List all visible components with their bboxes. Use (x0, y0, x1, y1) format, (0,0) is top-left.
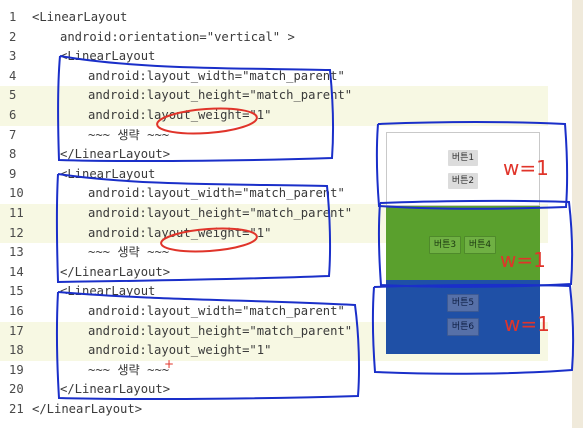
code-text: android:layout_weight="1" (88, 343, 272, 358)
preview-button-4[interactable]: 버튼4 (464, 236, 496, 254)
layout-preview: 버튼1 버튼2 버튼3 버튼4 버튼5 버튼6 (386, 132, 540, 354)
line-number: 3 (9, 49, 17, 64)
line-number: 2 (9, 29, 17, 44)
preview-button-6[interactable]: 버튼6 (447, 318, 479, 336)
code-text: android:layout_width="match_parent" (88, 304, 345, 318)
code-text: <LinearLayout (32, 10, 128, 24)
code-text: android:orientation="vertical" > (60, 29, 295, 44)
code-text: android:layout_weight="1" (88, 225, 272, 240)
line-number: 17 (9, 323, 24, 338)
preview-button-5[interactable]: 버튼5 (447, 294, 479, 312)
line-number: 1 (9, 10, 17, 24)
code-line[interactable]: 1 <LinearLayout (0, 8, 548, 28)
code-text: android:layout_weight="1" (88, 108, 272, 122)
line-number: 8 (9, 147, 17, 162)
line-number: 13 (9, 245, 24, 260)
code-line[interactable]: 4 android:layout_width="match_parent" (0, 67, 548, 87)
preview-panel-3: 버튼5 버튼6 (386, 280, 540, 354)
code-text: ~~~ 생략 ~~~ (88, 362, 170, 377)
code-line[interactable]: 21 </LinearLayout> (0, 400, 548, 420)
preview-button-2[interactable]: 버튼2 (448, 173, 478, 189)
preview-button-1[interactable]: 버튼1 (448, 150, 478, 166)
code-text: ~~~ 생략 ~~~ (88, 245, 170, 260)
code-text: <LinearLayout (60, 284, 156, 299)
preview-button-3[interactable]: 버튼3 (429, 236, 461, 254)
line-number: 7 (9, 127, 17, 142)
line-number: 19 (9, 362, 24, 377)
line-number: 16 (9, 304, 24, 318)
line-number: 9 (9, 166, 17, 181)
code-line[interactable]: 5 android:layout_height="match_parent" (0, 86, 548, 106)
code-line[interactable]: 2 android:orientation="vertical" > (0, 28, 548, 48)
code-text: android:layout_width="match_parent" (88, 68, 345, 83)
code-text: </LinearLayout> (60, 264, 171, 279)
line-number: 12 (9, 225, 24, 240)
code-line[interactable]: 20 </LinearLayout> (0, 380, 548, 400)
code-text: <LinearLayout (60, 49, 156, 64)
code-text: <LinearLayout (60, 166, 156, 181)
line-number: 4 (9, 68, 17, 83)
preview-panel-1: 버튼1 버튼2 (386, 132, 540, 206)
line-number: 21 (9, 402, 24, 416)
line-number: 18 (9, 343, 24, 358)
code-text: ~~~ 생략 ~~~ (88, 127, 170, 142)
code-text: </LinearLayout> (32, 402, 143, 416)
code-line[interactable]: 3 <LinearLayout (0, 47, 548, 67)
code-text: android:layout_height="match_parent" (88, 88, 353, 103)
line-number: 6 (9, 108, 17, 122)
code-line[interactable]: 19 ~~~ 생략 ~~~ (0, 361, 548, 381)
code-text: android:layout_height="match_parent" (88, 206, 353, 220)
line-number: 10 (9, 186, 24, 201)
line-number: 14 (9, 264, 24, 279)
code-text: android:layout_width="match_parent" (88, 186, 345, 201)
line-number: 5 (9, 88, 17, 103)
right-edge-strip (572, 0, 583, 428)
code-text: </LinearLayout> (60, 147, 171, 162)
line-number: 11 (9, 206, 24, 220)
code-text: </LinearLayout> (60, 382, 171, 397)
code-line[interactable]: 6 android:layout_weight="1" (0, 106, 548, 126)
line-number: 20 (9, 382, 24, 397)
preview-panel-2: 버튼3 버튼4 (386, 206, 540, 280)
code-text: android:layout_height="match_parent" (88, 323, 353, 338)
line-number: 15 (9, 284, 24, 299)
